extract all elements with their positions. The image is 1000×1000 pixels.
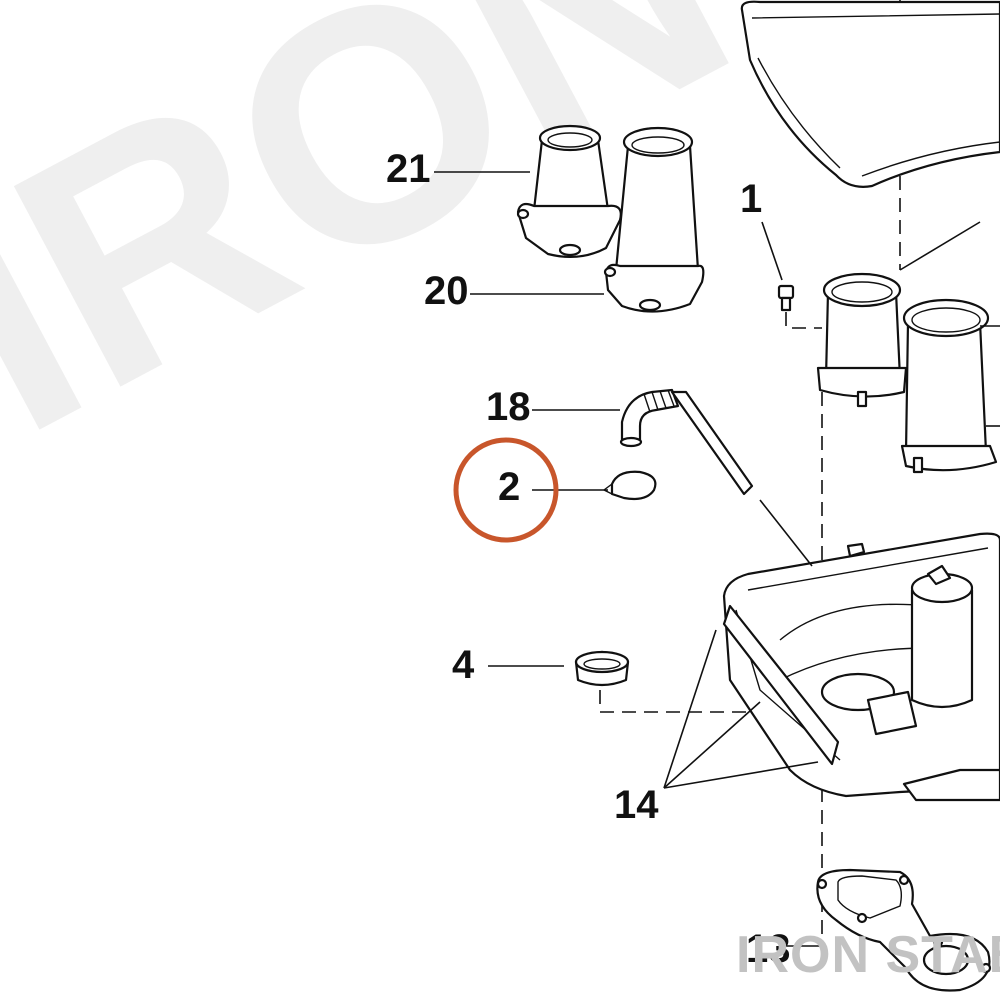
breather-hose (619, 388, 754, 496)
installed-velocity-stacks (816, 272, 998, 474)
callout-1: 1 (740, 177, 762, 221)
leader-lines (434, 171, 1000, 947)
velocity-stack-tall (603, 126, 705, 313)
callout-14: 14 (614, 783, 659, 827)
callout-2: 2 (498, 465, 520, 509)
highlight-circle (453, 437, 559, 543)
backplate-housing (722, 532, 1000, 802)
watermark-brand: IRON STABLE (736, 926, 1000, 984)
gasket (816, 868, 992, 992)
callout-13: 13 (746, 927, 791, 971)
air-cleaner-cover (740, 0, 1000, 188)
callout-4: 4 (452, 643, 475, 687)
callout-21: 21 (386, 147, 431, 191)
callout-18: 18 (486, 385, 531, 429)
hose-clamp (602, 470, 657, 501)
screw-guide-line (785, 312, 822, 329)
grommet (574, 650, 630, 687)
screw (777, 284, 795, 312)
velocity-stack-short (516, 124, 622, 259)
callout-20: 20 (424, 269, 469, 313)
